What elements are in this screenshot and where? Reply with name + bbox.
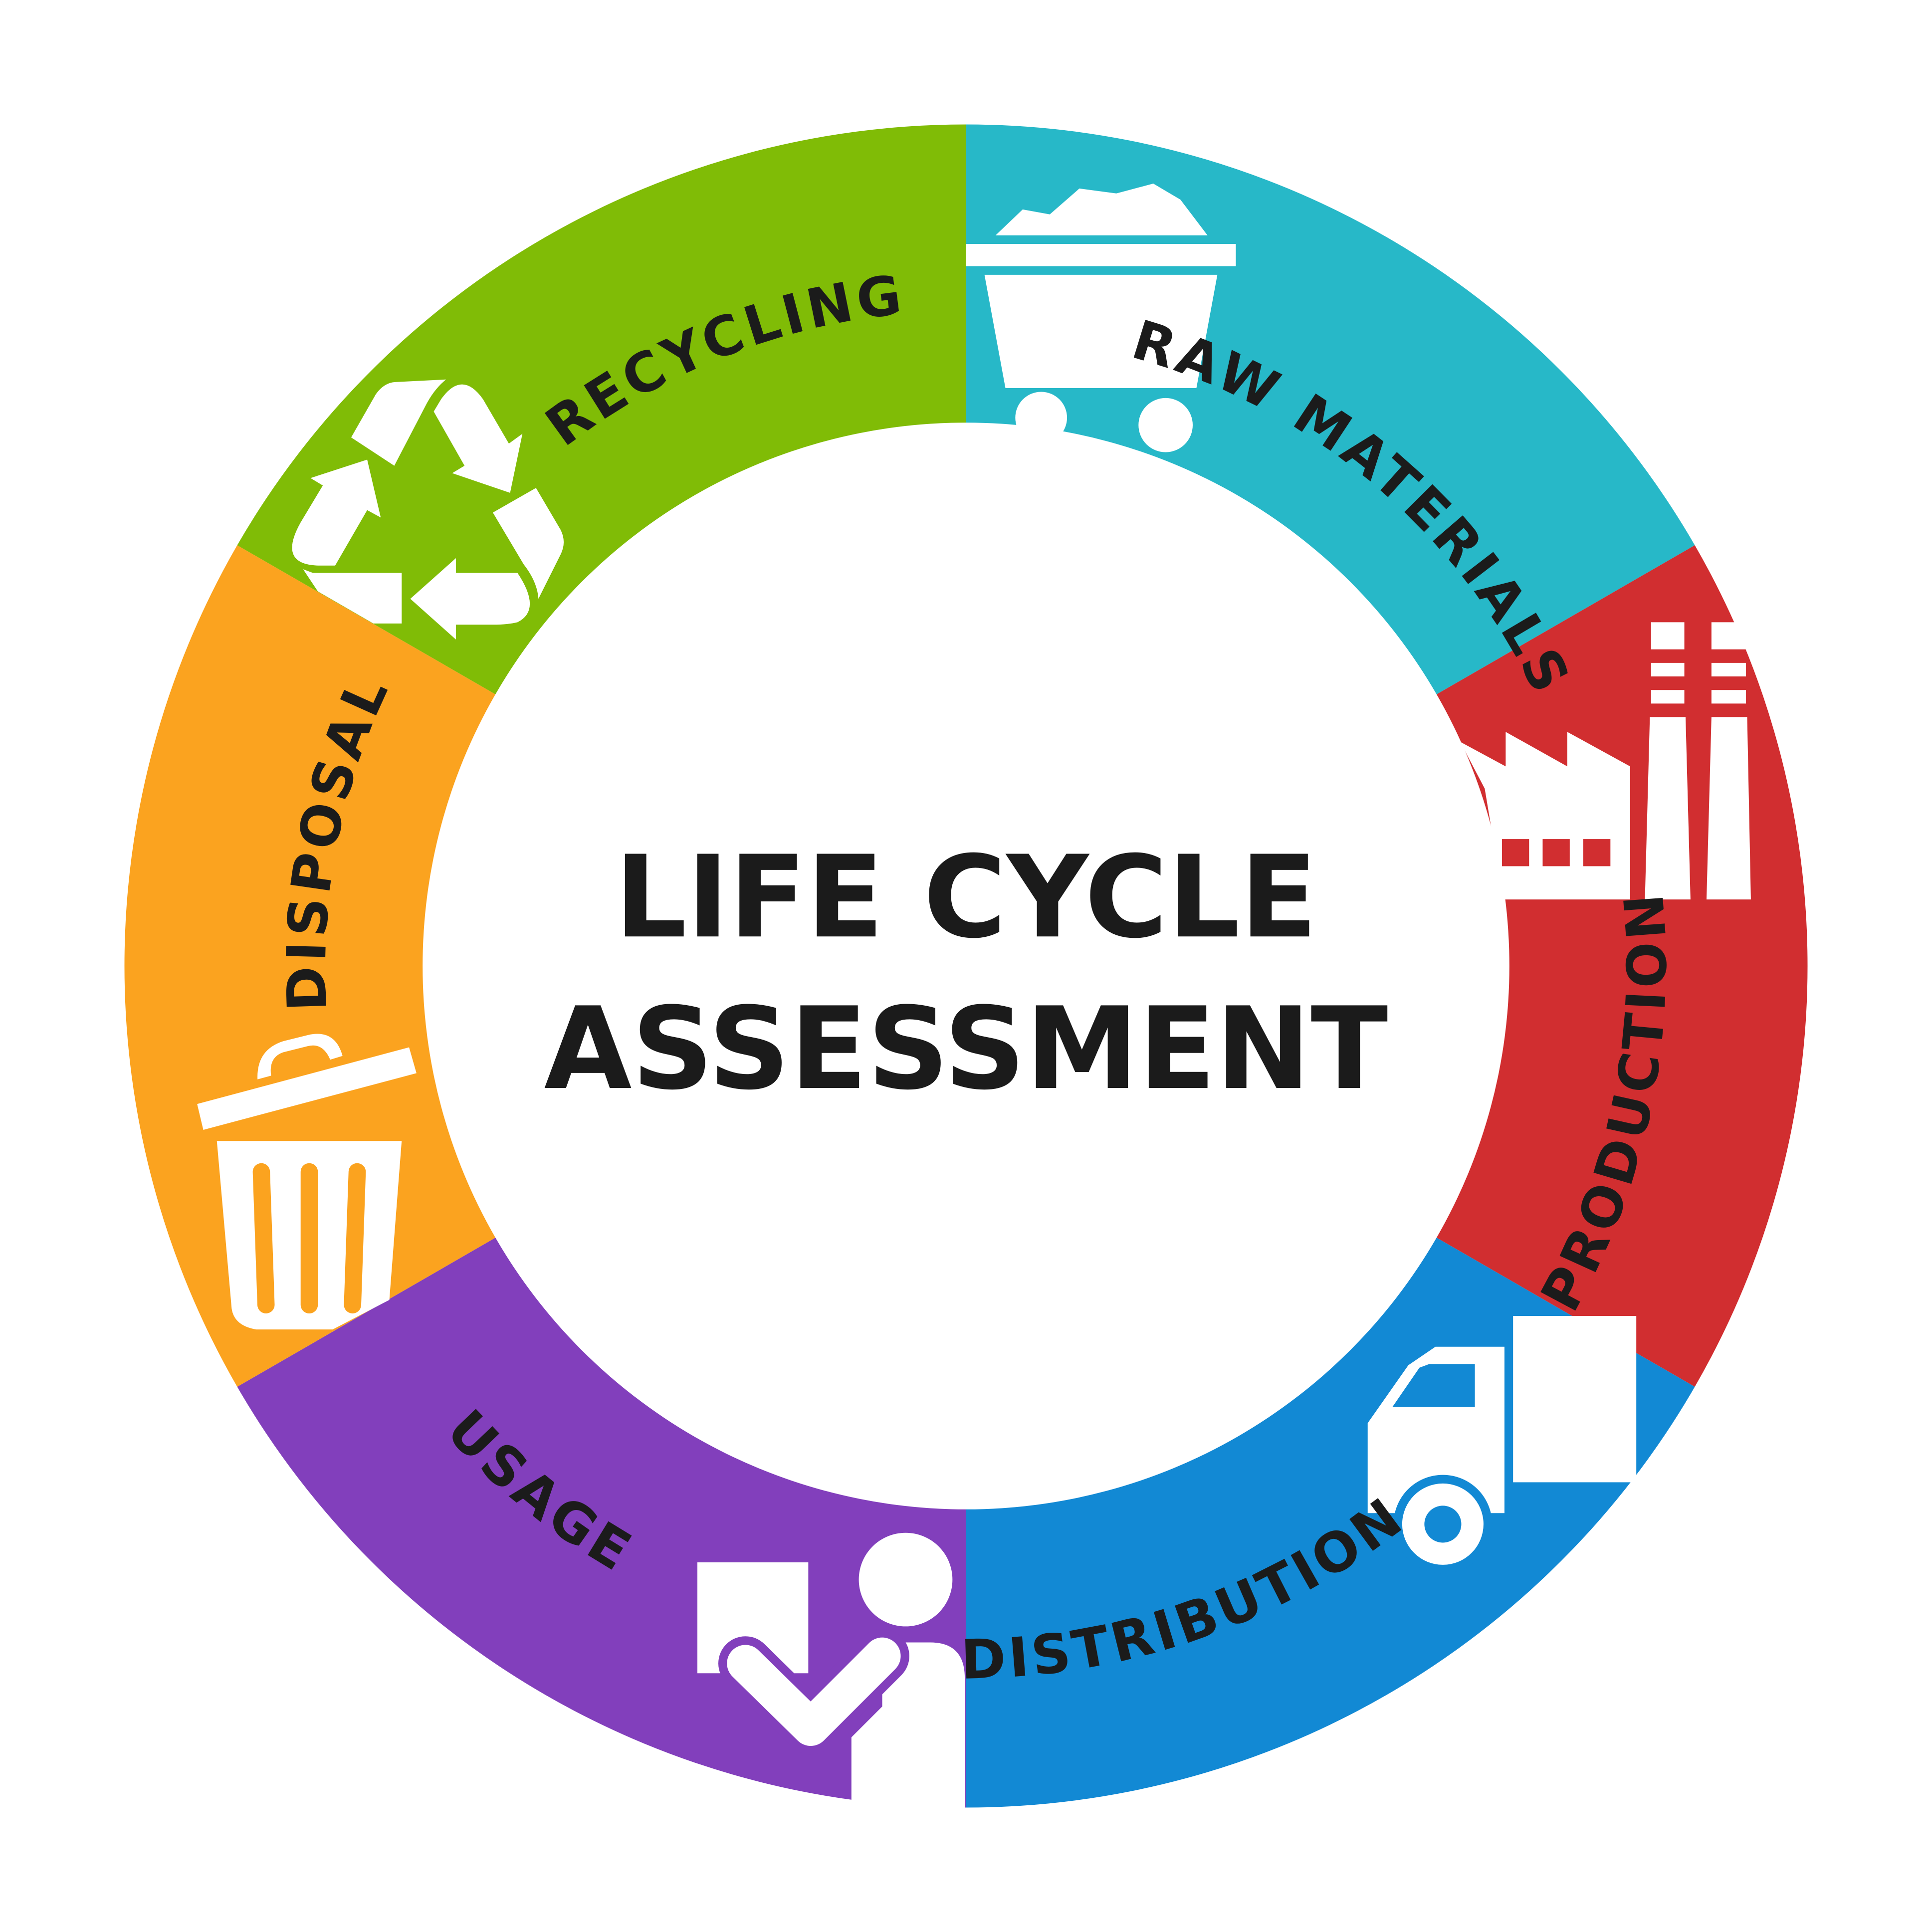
segment-disposal (124, 545, 496, 1387)
factory-icon (1460, 622, 1751, 900)
mine-cart-icon (966, 184, 1236, 452)
person-with-box-icon (697, 1532, 965, 1811)
ring-segments (124, 124, 1808, 1808)
recycle-icon (292, 379, 564, 640)
segment-distribution (966, 1238, 1695, 1808)
segment-recycling (237, 124, 966, 694)
title-line-2: ASSESSMENT (544, 983, 1388, 1115)
truck-icon (1367, 1315, 1637, 1574)
title-line-1: LIFE CYCLE (615, 831, 1317, 963)
trash-can-icon (197, 1034, 417, 1330)
segment-raw-materials (966, 124, 1695, 694)
